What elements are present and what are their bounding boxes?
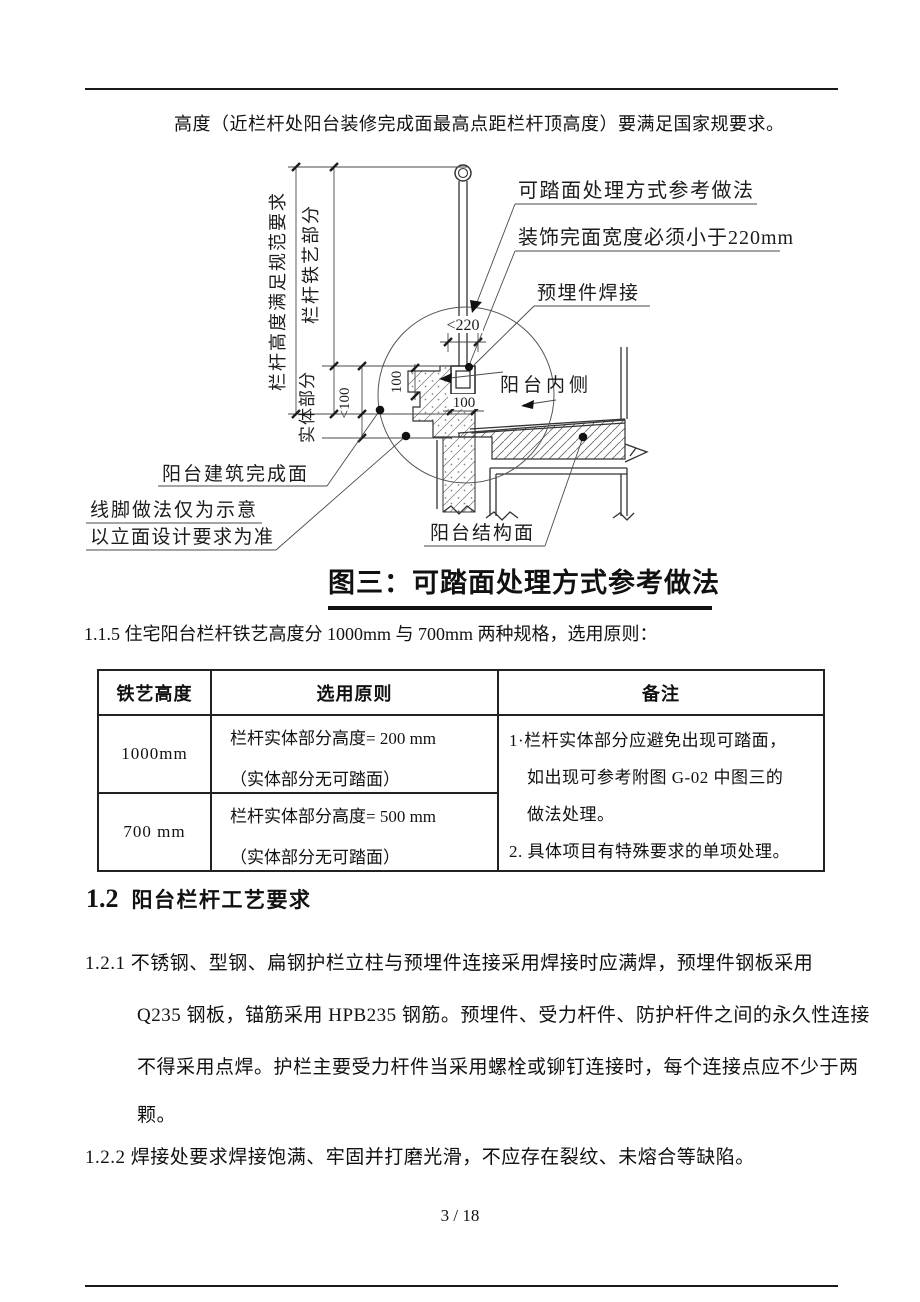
page-number: 3 / 18: [440, 1206, 480, 1225]
embedded-plate: [450, 365, 476, 395]
intro-paragraph: 高度（近栏杆处阳台装修完成面最高点距栏杆顶高度）要满足国家规要求。: [174, 114, 785, 134]
cell-height-700: 700 mm: [97, 792, 212, 872]
dim-label-rail-height: 栏杆高度满足规范要求: [268, 191, 288, 391]
dim-100-horizontal: 100: [453, 395, 476, 411]
remark-line: 做法处理。: [527, 805, 615, 824]
figure-caption: 图三：可踏面处理方式参考做法: [328, 561, 719, 610]
railing-height-table: 铁艺高度 选用原则 备注 1000mm 栏杆实体部分高度= 200 mm （实体…: [97, 669, 825, 872]
dim-label-iron-part: 栏杆铁艺部分: [301, 204, 321, 324]
label-molding-note-2: 以立面设计要求为准: [90, 526, 275, 548]
callout-embedded-weld: 预埋件焊接: [537, 282, 640, 304]
remark-line: 2. 具体项目有特殊要求的单项处理。: [509, 842, 790, 861]
callout-width-220: 装饰完面宽度必须小于220mm: [518, 226, 794, 249]
heading-number: 1.2: [86, 884, 119, 913]
para-1-2-1-line-2: Q235 钢板，锚筋采用 HPB235 钢筋。预埋件、受力杆件、防护杆件之间的永…: [137, 1005, 870, 1026]
cell-rule-700: 栏杆实体部分高度= 500 mm （实体部分无可踏面）: [210, 792, 499, 872]
molding-section: [407, 365, 476, 515]
dim-lt220: <220: [446, 317, 479, 334]
col-header-remark: 备注: [497, 669, 825, 716]
cell-remark: 1·栏杆实体部分应避免出现可踏面， 如出现可参考附图 G-02 中图三的 做法处…: [497, 714, 825, 872]
rule-line: （实体部分无可踏面）: [230, 848, 400, 867]
diagram-labels: 栏杆高度满足规范要求 栏杆铁艺部分 实体部分 <100 100 <220 100…: [90, 179, 794, 548]
structure-outlines: [469, 347, 635, 521]
col-header-selection-rule: 选用原则: [210, 669, 499, 716]
col-header-iron-height: 铁艺高度: [97, 669, 212, 716]
remark-line: 1·栏杆实体部分应避免出现可踏面，: [509, 731, 787, 750]
table-row: 700 mm 栏杆实体部分高度= 500 mm （实体部分无可踏面）: [97, 792, 824, 872]
para-1-2-1-line-3: 不得采用点焊。护栏主要受力杆件当采用螺栓或铆钉连接时，每个连接点应不少于两: [137, 1057, 859, 1078]
rule-line: 栏杆实体部分高度= 500 mm: [230, 807, 437, 826]
section-1-1-5: 1.1.5 住宅阳台栏杆铁艺高度分 1000mm 与 700mm 两种规格，选用…: [84, 624, 658, 644]
balcony-slab-section: [458, 419, 649, 463]
cell-rule-1000: 栏杆实体部分高度= 200 mm （实体部分无可踏面）: [210, 714, 499, 794]
label-molding-note-1: 线脚做法仅为示意: [90, 499, 258, 521]
para-1-2-1-line-4: 颗。: [137, 1105, 177, 1126]
railing-post: [454, 164, 472, 366]
dim-label-solid-part: 实体部分: [298, 371, 317, 443]
label-balcony-structure-face: 阳台结构面: [430, 522, 535, 544]
remark-line: 如出现可参考附图 G-02 中图三的: [527, 768, 784, 787]
header-rule: [85, 88, 838, 90]
table-row: 1000mm 栏杆实体部分高度= 200 mm （实体部分无可踏面） 1·栏杆实…: [97, 714, 825, 872]
dim-100-vertical: 100: [389, 371, 405, 394]
rule-line: （实体部分无可踏面）: [230, 770, 400, 789]
leader-lines: [86, 203, 780, 551]
balcony-railing-detail-diagram: 栏杆高度满足规范要求 栏杆铁艺部分 实体部分 <100 100 <220 100…: [86, 162, 794, 551]
section-heading-1-2: 1.2 阳台栏杆工艺要求: [86, 884, 312, 914]
heading-title: 阳台栏杆工艺要求: [131, 888, 312, 912]
rule-line: 栏杆实体部分高度= 200 mm: [230, 729, 437, 748]
label-balcony-inside: 阳台内侧: [500, 374, 592, 396]
callout-treadable-surface: 可踏面处理方式参考做法: [518, 179, 755, 202]
label-balcony-finish-face: 阳台建筑完成面: [162, 463, 309, 485]
para-1-2-1-line-1: 1.2.1 不锈钢、型钢、扁钢护栏立柱与预埋件连接采用焊接时应满焊，预埋件钢板采…: [85, 953, 814, 974]
cell-height-1000: 1000mm: [97, 714, 212, 794]
para-1-2-2: 1.2.2 焊接处要求焊接饱满、牢固并打磨光滑，不应存在裂纹、未熔合等缺陷。: [85, 1147, 755, 1168]
footer-rule: [85, 1285, 838, 1287]
dim-lt100: <100: [337, 388, 353, 419]
table-header-row: 铁艺高度 选用原则 备注: [97, 669, 825, 716]
detail-circle: [377, 306, 555, 484]
